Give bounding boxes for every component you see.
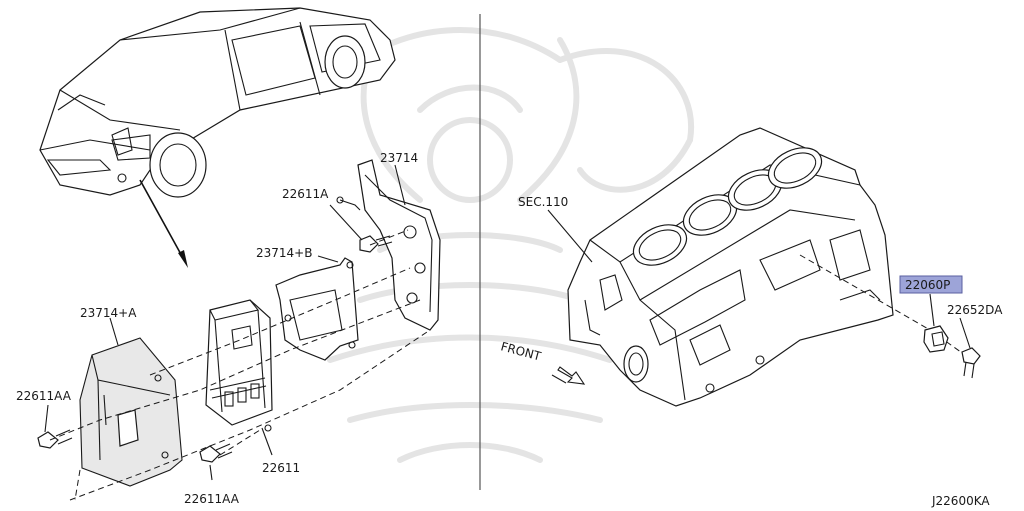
knock-sensor-22060p <box>923 325 949 353</box>
callout-22611: 22611 <box>262 461 300 475</box>
diagram-code: J22600KA <box>931 494 990 508</box>
callout-23714: 23714 <box>380 151 418 165</box>
highlight-box-22060p <box>899 275 963 294</box>
bracket-23714-b <box>275 257 359 361</box>
callout-22611a: 22611A <box>282 187 329 201</box>
cover-23714-a <box>79 337 183 487</box>
callout-23714-b: 23714+B <box>256 246 312 260</box>
assembly-lines-left <box>49 229 431 501</box>
callout-sec-110: SEC.110 <box>518 195 568 209</box>
bolt-22611aa-left <box>37 429 73 449</box>
vehicle-illustration <box>39 7 396 198</box>
bracket-23714 <box>336 159 441 331</box>
callout-22611aa-left: 22611AA <box>16 389 72 403</box>
bolt-22611aa-bottom <box>199 443 233 463</box>
front-direction-arrow <box>551 366 586 385</box>
bolt-22652da <box>961 347 981 379</box>
vehicle-pointer-arrow <box>139 179 184 259</box>
callout-22611aa-bottom: 22611AA <box>184 492 240 506</box>
bolt-22611a <box>359 235 393 253</box>
cylinder-block <box>567 127 894 407</box>
callout-22652da: 22652DA <box>947 303 1003 317</box>
callout-22060p[interactable]: 22060P <box>905 278 950 292</box>
arrow-head-icon <box>178 250 188 268</box>
callout-23714-a: 23714+A <box>80 306 137 320</box>
ecm-22611 <box>205 299 273 432</box>
